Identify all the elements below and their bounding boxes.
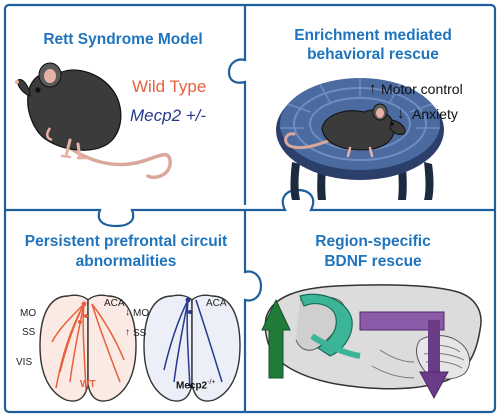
wt-aca-label: ACA (104, 298, 125, 309)
wt-ss-label: SS (22, 327, 36, 338)
panel-title-enrichment-line2: behavioral rescue (307, 46, 439, 63)
anxiety-label: Anxiety (412, 106, 458, 122)
panel-title-prefrontal-line2: abnormalities (75, 253, 177, 270)
panel-title-bdnf-line2: BDNF rescue (324, 253, 422, 270)
motor-control-label: Motor control (381, 81, 463, 97)
mecp2-brain-outline (143, 294, 241, 402)
mecp2-projection-lines (163, 299, 223, 389)
panel-title-prefrontal-line1: Persistent prefrontal circuit (24, 233, 228, 250)
mecp2-ss-label: SS (133, 328, 147, 339)
mecp2-mo-label: MO (133, 308, 150, 319)
wt-mo-label: MO (20, 308, 37, 319)
puzzle-frame (3, 3, 497, 414)
mecp2-projection-dots (185, 297, 192, 314)
mo-down-arrow-icon: ↓ (125, 307, 130, 318)
up-arrow-icon: ↑ (369, 80, 377, 97)
mecp2-label: Mecp2 +/- (130, 106, 207, 125)
wt-projection-dots (78, 301, 88, 324)
running-wheel-illustration (276, 78, 444, 200)
mecp2-caption-superscript: -/+ (207, 379, 216, 386)
panel-title-bdnf-line1: Region-specific (315, 233, 431, 250)
mecp2-caption-text: Mecp2 (176, 380, 208, 392)
down-arrow-icon: ↓ (397, 105, 405, 122)
ss-up-arrow-icon: ↑ (125, 327, 130, 338)
wt-caption: WT (80, 379, 96, 390)
mouse-illustration (15, 62, 172, 180)
wt-vis-label: VIS (16, 357, 33, 368)
panel-title-rett-model: Rett Syndrome Model (43, 31, 203, 48)
sagittal-brain-illustration (261, 284, 482, 400)
panel-title-enrichment-line1: Enrichment mediated (294, 27, 452, 44)
mecp2-aca-label: ACA (206, 298, 227, 309)
mecp2-caption: Mecp2-/+ (176, 379, 216, 391)
wild-type-label: Wild Type (132, 77, 207, 96)
wt-projection-lines (51, 303, 125, 391)
